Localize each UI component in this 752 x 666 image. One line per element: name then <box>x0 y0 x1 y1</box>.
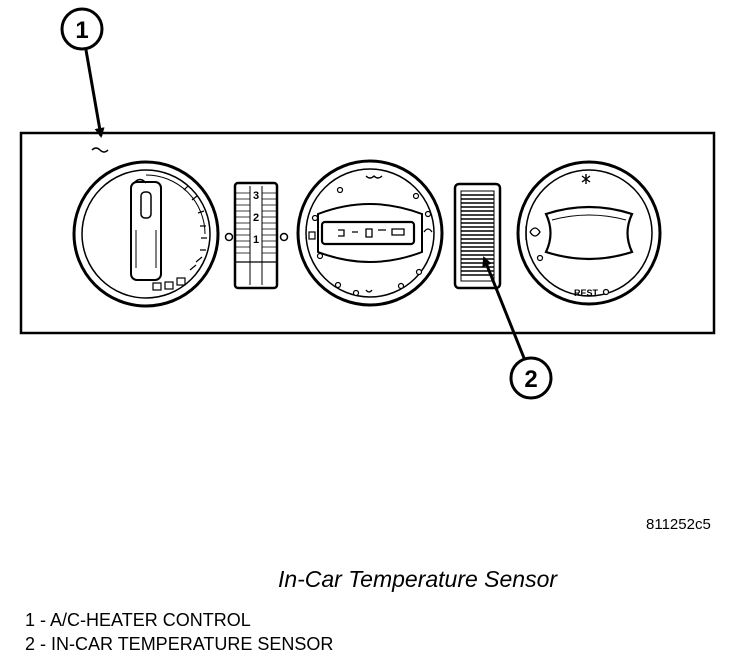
callout-2: 2 <box>482 256 553 400</box>
callout-2-leader <box>482 256 526 359</box>
legend-item-1: 1 - A/C-HEATER CONTROL <box>25 610 251 630</box>
left-knob <box>72 160 220 308</box>
legend-item-1-text: A/C-HEATER CONTROL <box>50 610 251 630</box>
legend-item-1-number: 1 <box>25 610 36 630</box>
legend-item-2: 2 - IN-CAR TEMPERATURE SENSOR <box>25 634 334 654</box>
legend: 1 - A/C-HEATER CONTROL 2 - IN-CAR TEMPER… <box>25 608 333 656</box>
callout-1-leader <box>84 49 105 138</box>
legend-item-2-text: IN-CAR TEMPERATURE SENSOR <box>51 634 334 654</box>
left-knob-segment-marks <box>152 185 207 291</box>
snowflake-icon <box>581 174 591 184</box>
rest-label: REST <box>574 288 599 298</box>
blower-speed-3: 3 <box>253 190 259 202</box>
figure-code: 811252c5 <box>646 516 711 533</box>
defrost-icon <box>133 178 147 184</box>
vent-icon <box>365 175 433 293</box>
right-knob: REST <box>516 160 662 306</box>
legend-item-2-number: 2 <box>25 634 36 654</box>
mode-pointer <box>320 220 416 246</box>
recirc-icon <box>525 226 541 240</box>
panel-squiggle <box>91 147 109 153</box>
callout-1: 1 <box>60 7 105 138</box>
mode-icons <box>338 228 405 238</box>
callout-1-number: 1 <box>75 17 88 44</box>
figure-caption: In-Car Temperature Sensor <box>277 566 558 592</box>
callout-2-number: 2 <box>524 366 537 393</box>
blower-speed-1: 1 <box>253 234 259 246</box>
in-car-temperature-sensor <box>453 182 502 290</box>
blower-speed-2: 2 <box>253 212 259 224</box>
middle-knob <box>296 159 444 307</box>
blower-slider: 3 2 1 <box>224 181 289 290</box>
